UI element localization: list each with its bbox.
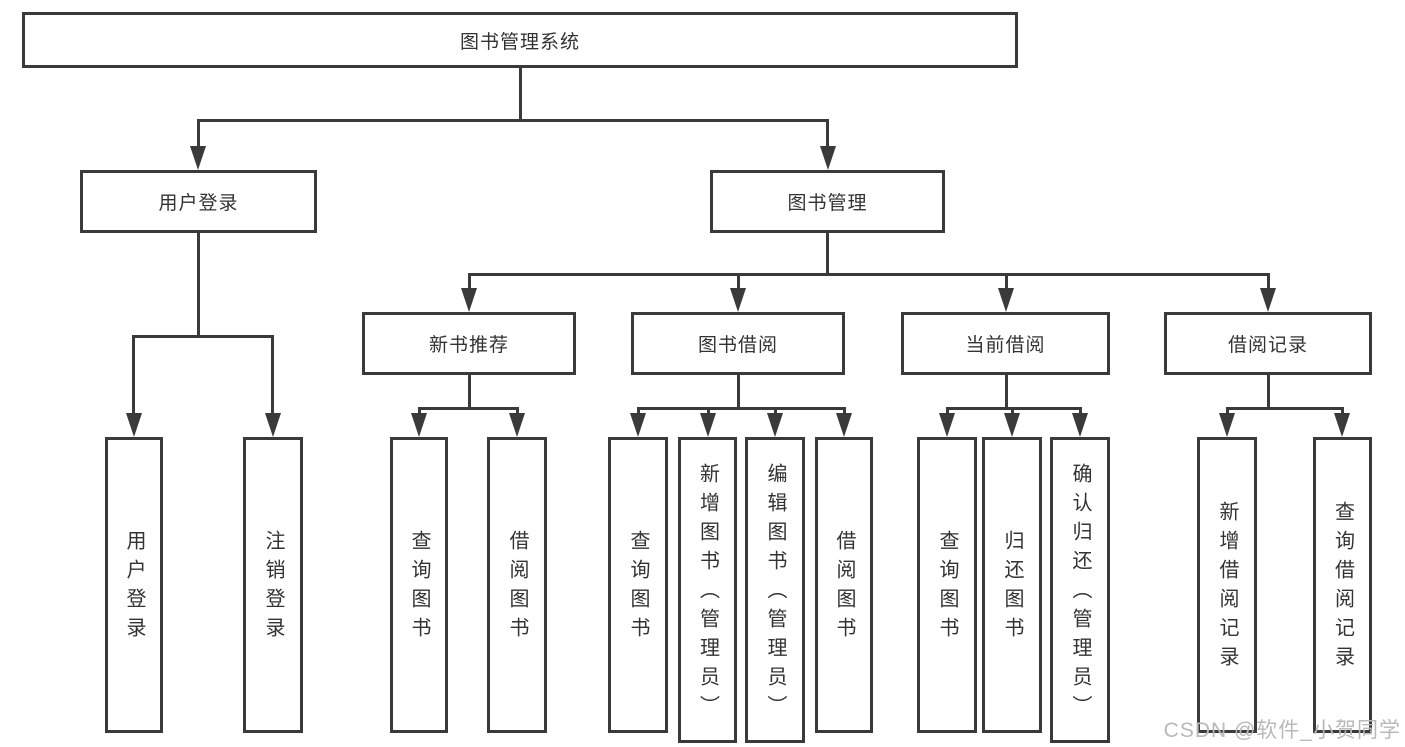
arrowhead-down (767, 413, 783, 437)
node-library-system: 图书管理系统 (22, 12, 1018, 68)
arrowhead-down (998, 288, 1014, 312)
arrowhead-down (836, 413, 852, 437)
connector-line (468, 273, 1270, 276)
node-query-books-recommend: 查询图书 (390, 437, 448, 733)
connector-line (1226, 407, 1229, 415)
connector-line (197, 233, 200, 335)
connector-line (637, 407, 640, 415)
node-add-book-admin: 新增图书（管理员） (678, 437, 737, 743)
arrowhead-down (190, 146, 206, 170)
node-logout: 注销登录 (243, 437, 303, 733)
connector-line (737, 273, 740, 291)
connector-line (418, 407, 421, 415)
connector-line (516, 407, 519, 415)
arrowhead-down (265, 413, 281, 437)
node-borrow-books-recommend: 借阅图书 (487, 437, 547, 733)
arrowhead-down (461, 288, 477, 312)
connector-line (637, 407, 846, 410)
connector-line (197, 119, 200, 148)
arrowhead-down (1334, 413, 1350, 437)
arrowhead-down (1072, 413, 1088, 437)
connector-line (1005, 375, 1008, 407)
connector-line (1341, 407, 1344, 415)
connector-line (1011, 407, 1014, 415)
connector-line (946, 407, 1082, 410)
node-user-login: 用户登录 (80, 170, 317, 233)
arrowhead-down (939, 413, 955, 437)
arrowhead-down (509, 413, 525, 437)
node-current-borrowing: 当前借阅 (901, 312, 1110, 375)
connector-line (826, 233, 829, 273)
connector-line (468, 375, 471, 407)
arrowhead-down (1219, 413, 1235, 437)
node-user-login-leaf: 用户登录 (105, 437, 163, 733)
connector-line (1226, 407, 1344, 410)
arrowhead-down (630, 413, 646, 437)
connector-line (707, 407, 710, 415)
connector-line (946, 407, 949, 415)
connector-line (826, 119, 829, 148)
arrowhead-down (1004, 413, 1020, 437)
connector-line (1267, 273, 1270, 291)
connector-line (468, 273, 471, 291)
arrowhead-down (730, 288, 746, 312)
watermark: CSDN @软件_小贺同学 (1163, 719, 1401, 742)
node-confirm-return-admin: 确认归还（管理员） (1050, 437, 1110, 743)
node-query-borrow-record: 查询借阅记录 (1313, 437, 1372, 733)
node-new-book-recommend: 新书推荐 (362, 312, 576, 375)
connector-line (132, 335, 274, 338)
connector-line (271, 335, 274, 415)
arrowhead-down (1260, 288, 1276, 312)
node-book-management: 图书管理 (710, 170, 945, 233)
arrowhead-down (126, 413, 142, 437)
arrowhead-down (411, 413, 427, 437)
arrowhead-down (820, 146, 836, 170)
node-book-borrowing: 图书借阅 (631, 312, 845, 375)
connector-line (197, 119, 829, 122)
connector-line (1267, 375, 1270, 407)
node-borrowing-records: 借阅记录 (1164, 312, 1372, 375)
node-add-borrow-record: 新增借阅记录 (1197, 437, 1257, 733)
node-return-books: 归还图书 (982, 437, 1042, 733)
connector-line (737, 375, 740, 407)
connector-line (418, 407, 519, 410)
connector-line (774, 407, 777, 415)
connector-line (1079, 407, 1082, 415)
arrowhead-down (700, 413, 716, 437)
node-query-books-current: 查询图书 (917, 437, 977, 733)
connector-line (843, 407, 846, 415)
connector-line (1005, 273, 1008, 291)
node-borrow-books: 借阅图书 (815, 437, 873, 733)
node-query-books-borrowing: 查询图书 (608, 437, 668, 733)
node-edit-book-admin: 编辑图书（管理员） (745, 437, 805, 743)
connector-line (132, 335, 135, 415)
connector-line (519, 68, 522, 119)
